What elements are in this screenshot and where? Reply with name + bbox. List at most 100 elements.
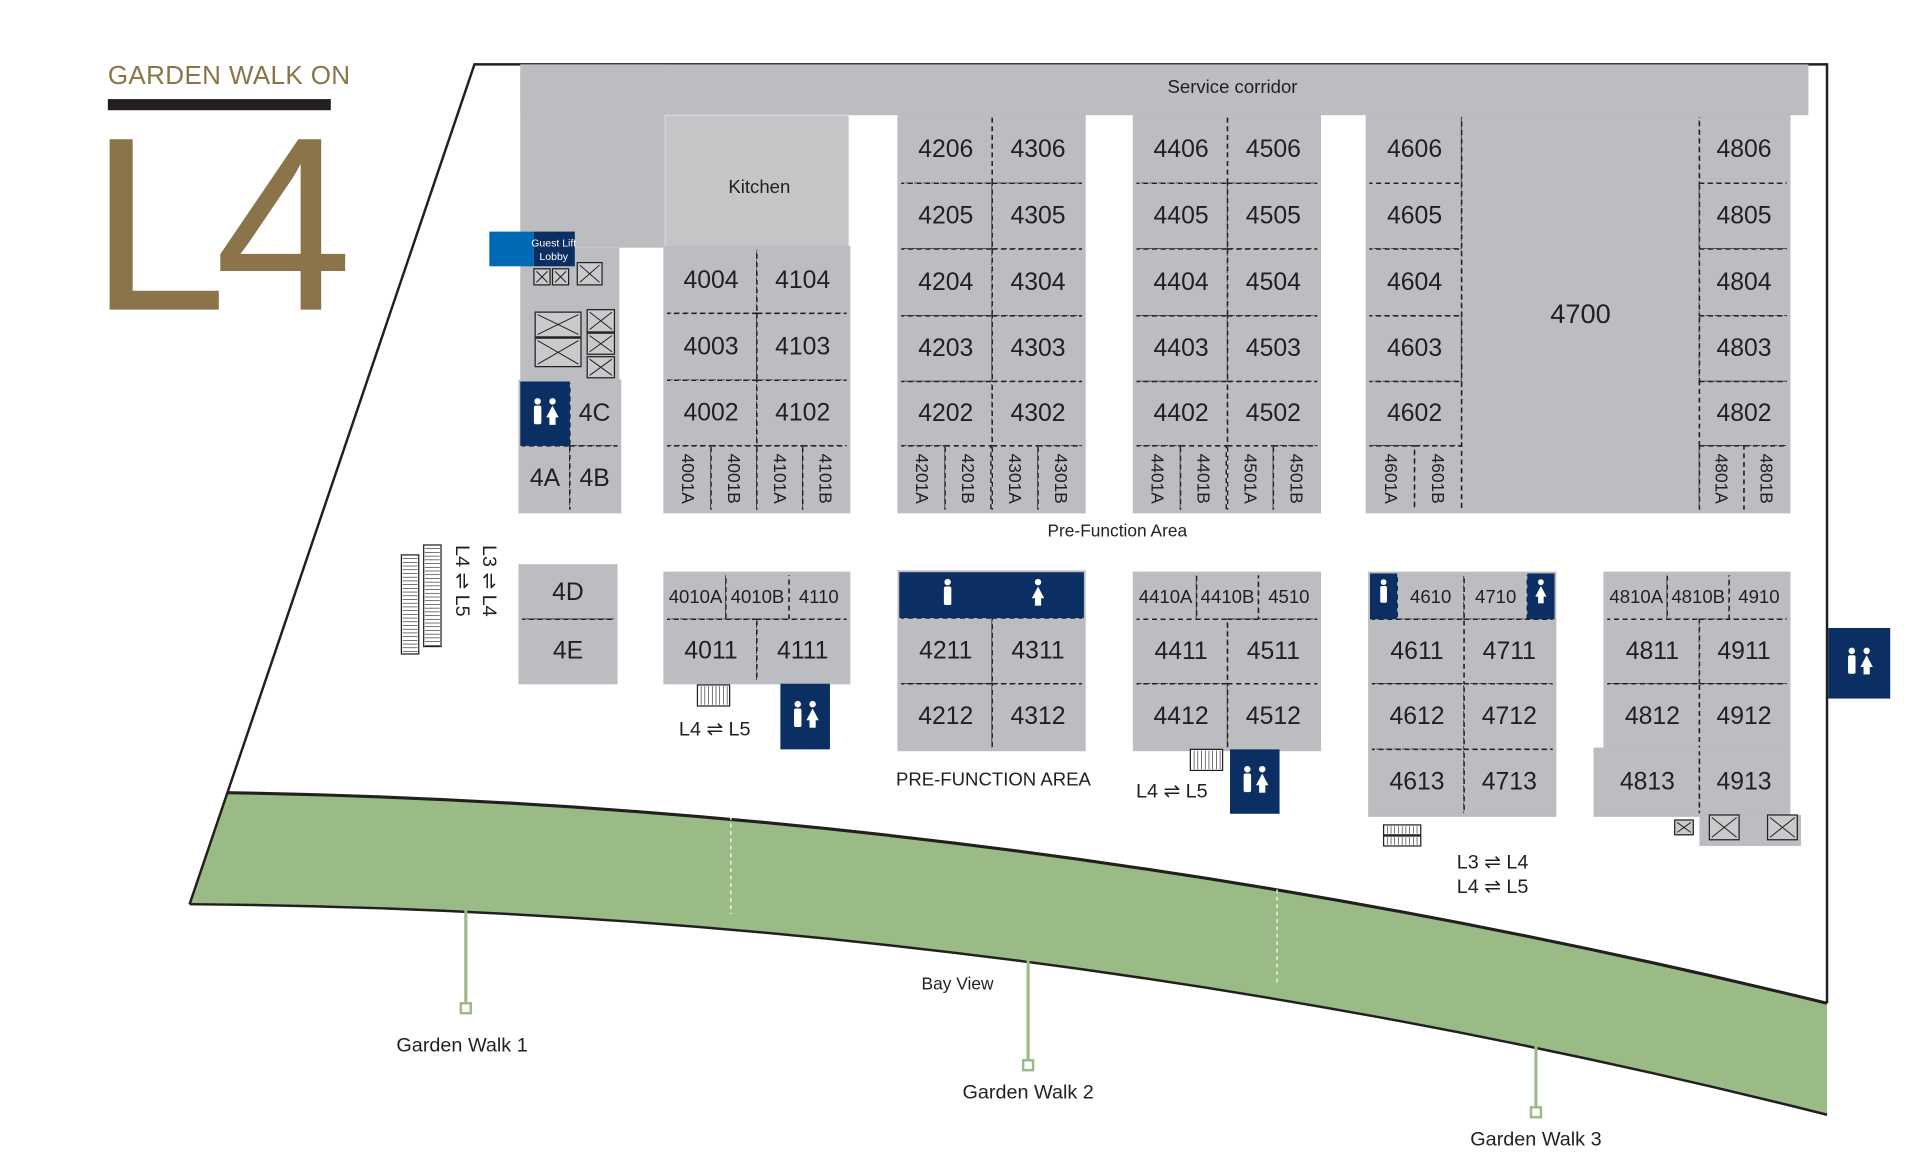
escalator-label: L4 ⇌ L5: [451, 545, 473, 617]
room-4101a[interactable]: 4101A: [756, 445, 804, 513]
room-4710[interactable]: 4710: [1463, 572, 1529, 621]
room-4404[interactable]: 4404: [1133, 248, 1229, 317]
room-4d[interactable]: 4D: [519, 565, 617, 621]
room-4811[interactable]: 4811: [1604, 618, 1701, 685]
room-4802[interactable]: 4802: [1698, 380, 1790, 447]
room-4011[interactable]: 4011: [664, 618, 758, 684]
room-4010a[interactable]: 4010A: [664, 572, 727, 621]
garden-walk-1-marker[interactable]: [459, 1002, 472, 1015]
room-4510[interactable]: 4510: [1257, 572, 1320, 621]
room-4301b[interactable]: 4301B: [1037, 445, 1085, 513]
room-4111[interactable]: 4111: [756, 618, 850, 684]
room-4806[interactable]: 4806: [1698, 114, 1790, 185]
room-4611[interactable]: 4611: [1369, 618, 1465, 685]
room-4312[interactable]: 4312: [991, 682, 1085, 751]
room-4004[interactable]: 4004: [664, 246, 758, 315]
room-4801a[interactable]: 4801A: [1698, 445, 1745, 513]
room-4612[interactable]: 4612: [1369, 682, 1465, 751]
room-4311[interactable]: 4311: [991, 617, 1085, 685]
room-4304[interactable]: 4304: [991, 248, 1085, 317]
room-4302[interactable]: 4302: [991, 380, 1085, 447]
room-4512[interactable]: 4512: [1226, 682, 1320, 751]
room-4406[interactable]: 4406: [1133, 114, 1229, 185]
room-4103[interactable]: 4103: [756, 312, 850, 381]
room-4912[interactable]: 4912: [1698, 682, 1790, 751]
room-4501b[interactable]: 4501B: [1272, 445, 1320, 513]
room-4401a[interactable]: 4401A: [1133, 445, 1182, 513]
room-4606[interactable]: 4606: [1366, 114, 1463, 185]
room-4711[interactable]: 4711: [1463, 618, 1556, 685]
garden-walk-3-marker[interactable]: [1529, 1106, 1543, 1119]
room-4801b[interactable]: 4801B: [1743, 445, 1790, 513]
room-4402[interactable]: 4402: [1133, 380, 1229, 447]
room-4813[interactable]: 4813: [1594, 748, 1701, 816]
room-4603[interactable]: 4603: [1366, 315, 1463, 383]
room-4303[interactable]: 4303: [991, 315, 1085, 383]
room-4502[interactable]: 4502: [1226, 380, 1320, 447]
room-4913[interactable]: 4913: [1698, 748, 1790, 816]
room-4613[interactable]: 4613: [1369, 748, 1465, 816]
room-4503[interactable]: 4503: [1226, 315, 1320, 383]
room-4511[interactable]: 4511: [1226, 618, 1320, 685]
room-4601a[interactable]: 4601A: [1366, 445, 1416, 513]
room-4803[interactable]: 4803: [1698, 315, 1790, 383]
room-4102[interactable]: 4102: [756, 379, 850, 447]
room-4601b[interactable]: 4601B: [1413, 445, 1463, 513]
room-4305[interactable]: 4305: [991, 182, 1085, 250]
room-4203[interactable]: 4203: [898, 315, 993, 383]
room-4610[interactable]: 4610: [1396, 572, 1465, 621]
room-4605[interactable]: 4605: [1366, 182, 1463, 250]
service-corridor: [520, 64, 1809, 116]
room-4e[interactable]: 4E: [519, 618, 617, 684]
room-4002[interactable]: 4002: [664, 379, 758, 447]
room-4604[interactable]: 4604: [1366, 248, 1463, 317]
room-4506[interactable]: 4506: [1226, 114, 1320, 185]
room-label: 4802: [1716, 400, 1771, 427]
room-label: 4804: [1716, 269, 1771, 296]
room-4713[interactable]: 4713: [1463, 748, 1556, 816]
room-4401b[interactable]: 4401B: [1179, 445, 1228, 513]
room-4212[interactable]: 4212: [898, 682, 993, 751]
room-4505[interactable]: 4505: [1226, 182, 1320, 250]
stair-icon: [696, 684, 731, 707]
room-4804[interactable]: 4804: [1698, 248, 1790, 317]
room-4c[interactable]: 4C: [569, 380, 621, 447]
room-4003[interactable]: 4003: [664, 312, 758, 381]
room-4201a[interactable]: 4201A: [898, 445, 946, 513]
room-4602[interactable]: 4602: [1366, 380, 1463, 447]
room-4810b[interactable]: 4810B: [1666, 572, 1730, 621]
room-label: 4412: [1154, 703, 1209, 730]
room-4805[interactable]: 4805: [1698, 182, 1790, 250]
garden-walk-2-marker[interactable]: [1021, 1059, 1035, 1072]
room-4410b[interactable]: 4410B: [1195, 572, 1260, 621]
room-4211[interactable]: 4211: [898, 617, 993, 685]
room-4201b[interactable]: 4201B: [944, 445, 992, 513]
room-4010b[interactable]: 4010B: [725, 572, 790, 621]
room-4810a[interactable]: 4810A: [1604, 572, 1668, 621]
room-4812[interactable]: 4812: [1604, 682, 1701, 751]
room-4403[interactable]: 4403: [1133, 315, 1229, 383]
room-4911[interactable]: 4911: [1698, 618, 1790, 685]
room-4110[interactable]: 4110: [788, 572, 850, 621]
room-4104[interactable]: 4104: [756, 246, 850, 315]
room-4301a[interactable]: 4301A: [991, 445, 1039, 513]
room-4a[interactable]: 4A: [519, 445, 571, 513]
room-4001b[interactable]: 4001B: [710, 445, 758, 513]
room-4205[interactable]: 4205: [898, 182, 993, 250]
room-4411[interactable]: 4411: [1133, 618, 1229, 685]
room-4001a[interactable]: 4001A: [664, 445, 712, 513]
room-4204[interactable]: 4204: [898, 248, 993, 317]
room-4504[interactable]: 4504: [1226, 248, 1320, 317]
room-4202[interactable]: 4202: [898, 380, 993, 447]
room-4206[interactable]: 4206: [898, 114, 993, 185]
room-4101b[interactable]: 4101B: [801, 445, 850, 513]
room-4501a[interactable]: 4501A: [1226, 445, 1275, 513]
room-4412[interactable]: 4412: [1133, 682, 1229, 751]
room-4410a[interactable]: 4410A: [1133, 572, 1198, 621]
room-4b[interactable]: 4B: [569, 445, 621, 513]
room-4910[interactable]: 4910: [1728, 572, 1790, 621]
room-4712[interactable]: 4712: [1463, 682, 1556, 751]
room-4700[interactable]: 4700: [1460, 114, 1701, 513]
room-4405[interactable]: 4405: [1133, 182, 1229, 250]
room-4306[interactable]: 4306: [991, 114, 1085, 185]
